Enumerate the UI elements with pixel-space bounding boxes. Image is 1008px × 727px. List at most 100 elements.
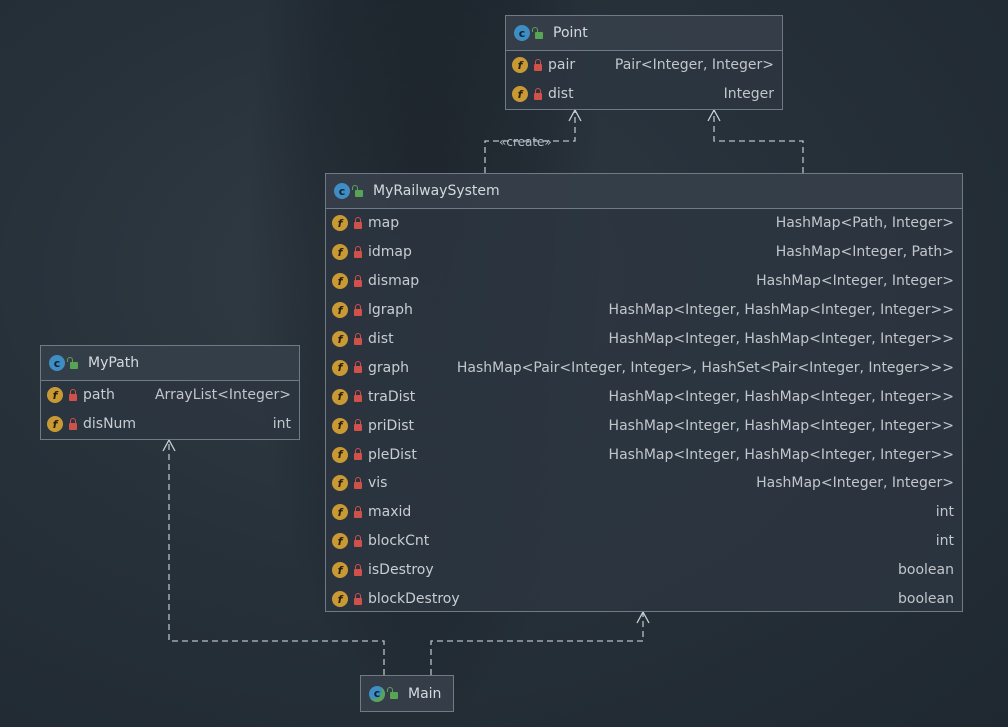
field-type: ArrayList<Integer>: [154, 387, 291, 404]
field-icon: f: [332, 359, 348, 376]
field-name: traDist: [368, 388, 416, 405]
field-type: HashMap<Integer, Integer>: [756, 273, 954, 290]
field-row[interactable]: f maxid int: [326, 498, 962, 527]
arrowhead-railway: [636, 610, 650, 624]
field-type: HashMap<Integer, HashMap<Integer, Intege…: [608, 331, 954, 347]
field-icon: f: [332, 244, 348, 261]
field-row[interactable]: f dist Integer: [506, 80, 782, 109]
field-name: priDist: [368, 417, 414, 434]
class-header: c MyPath: [41, 346, 299, 381]
class-header: c Point: [506, 16, 782, 51]
field-icon: f: [332, 446, 348, 463]
field-type: int: [272, 416, 291, 433]
lock-icon: [354, 448, 362, 461]
field-icon: f: [332, 475, 348, 492]
arrowhead-point: [707, 108, 721, 122]
field-type: int: [935, 504, 954, 521]
field-name: graph: [368, 359, 409, 376]
field-row[interactable]: f lgraph HashMap<Integer, HashMap<Intege…: [326, 296, 962, 325]
field-row[interactable]: f dismap HashMap<Integer, Integer>: [326, 267, 962, 296]
runnable-class-icon: c: [369, 685, 385, 702]
class-icon: c: [334, 183, 350, 199]
field-row[interactable]: f priDist HashMap<Integer, HashMap<Integ…: [326, 411, 962, 440]
field-icon: f: [47, 416, 63, 433]
field-name: disNum: [83, 416, 137, 433]
lock-icon: [354, 274, 362, 287]
unlock-icon: [387, 687, 398, 699]
field-row[interactable]: f pair Pair<Integer, Integer>: [506, 51, 782, 80]
field-name: pleDist: [368, 446, 417, 463]
field-name: isDestroy: [368, 562, 434, 579]
field-type: HashMap<Path, Integer>: [775, 215, 954, 232]
field-name: map: [368, 215, 400, 232]
class-name: Main: [408, 685, 442, 702]
lock-icon: [69, 388, 77, 401]
field-row[interactable]: f blockCnt int: [326, 527, 962, 556]
field-icon: f: [332, 417, 348, 434]
field-name: idmap: [368, 244, 412, 261]
class-icon: c: [49, 355, 65, 371]
field-icon: f: [332, 533, 348, 550]
lock-icon: [354, 592, 362, 605]
field-type: HashMap<Pair<Integer, Integer>, HashSet<…: [456, 359, 954, 376]
field-icon: f: [332, 388, 348, 405]
lock-icon: [534, 87, 542, 100]
dependency-railway-point: [713, 110, 804, 173]
lock-icon: [354, 216, 362, 229]
lock-icon: [354, 476, 362, 489]
class-icon: c: [514, 25, 530, 41]
field-name: vis: [368, 475, 388, 492]
class-box-myrailwaysystem[interactable]: c MyRailwaySystem f map HashMap<Path, In…: [325, 173, 963, 612]
class-box-main[interactable]: c Main: [360, 675, 454, 712]
field-icon: f: [512, 57, 528, 74]
field-row[interactable]: f pleDist HashMap<Integer, HashMap<Integ…: [326, 440, 962, 469]
field-row[interactable]: f dist HashMap<Integer, HashMap<Integer,…: [326, 325, 962, 354]
lock-icon: [354, 563, 362, 576]
field-row[interactable]: f graph HashMap<Pair<Integer, Integer>, …: [326, 353, 962, 382]
field-row[interactable]: f map HashMap<Path, Integer>: [326, 209, 962, 238]
field-type: Pair<Integer, Integer>: [614, 57, 774, 74]
field-type: boolean: [898, 562, 954, 579]
field-row[interactable]: f path ArrayList<Integer>: [41, 381, 299, 410]
field-row[interactable]: f isDestroy boolean: [326, 556, 962, 585]
unlock-icon: [532, 26, 543, 39]
field-type: HashMap<Integer, HashMap<Integer, Intege…: [608, 302, 954, 319]
field-name: dist: [548, 86, 574, 103]
field-row[interactable]: f idmap HashMap<Integer, Path>: [326, 238, 962, 267]
arrowhead-mypath: [162, 438, 176, 452]
field-row[interactable]: f blockDestroy boolean: [326, 585, 962, 614]
class-box-mypath[interactable]: c MyPath f path ArrayList<Integer> f dis…: [40, 345, 300, 440]
field-row[interactable]: f vis HashMap<Integer, Integer>: [326, 469, 962, 498]
unlock-icon: [67, 356, 78, 369]
class-name: Point: [553, 25, 588, 41]
field-type: HashMap<Integer, HashMap<Integer, Intege…: [608, 388, 954, 405]
field-type: boolean: [898, 591, 954, 608]
class-name: MyRailwaySystem: [373, 183, 500, 199]
class-name: MyPath: [88, 355, 140, 371]
class-header: c MyRailwaySystem: [326, 174, 962, 209]
field-icon: f: [512, 86, 528, 103]
field-type: HashMap<Integer, HashMap<Integer, Intege…: [608, 446, 954, 463]
lock-icon: [354, 419, 362, 432]
lock-icon: [354, 534, 362, 547]
lock-icon: [354, 361, 362, 374]
class-box-point[interactable]: c Point f pair Pair<Integer, Integer> f …: [505, 15, 783, 110]
dependency-main-railway: [430, 612, 644, 675]
lock-icon: [354, 390, 362, 403]
field-row[interactable]: f traDist HashMap<Integer, HashMap<Integ…: [326, 382, 962, 411]
field-icon: f: [332, 591, 348, 608]
field-name: lgraph: [368, 302, 413, 319]
field-icon: f: [332, 302, 348, 319]
lock-icon: [354, 303, 362, 316]
field-type: int: [935, 533, 954, 550]
create-stereotype-label: «create»: [499, 135, 552, 149]
lock-icon: [534, 58, 542, 71]
arrowhead-point-create: [568, 108, 582, 122]
lock-icon: [69, 417, 77, 430]
field-type: HashMap<Integer, Path>: [775, 244, 954, 261]
field-icon: f: [332, 273, 348, 290]
field-name: blockCnt: [368, 533, 430, 550]
field-type: Integer: [723, 86, 774, 103]
field-row[interactable]: f disNum int: [41, 410, 299, 439]
field-name: blockDestroy: [368, 591, 460, 608]
